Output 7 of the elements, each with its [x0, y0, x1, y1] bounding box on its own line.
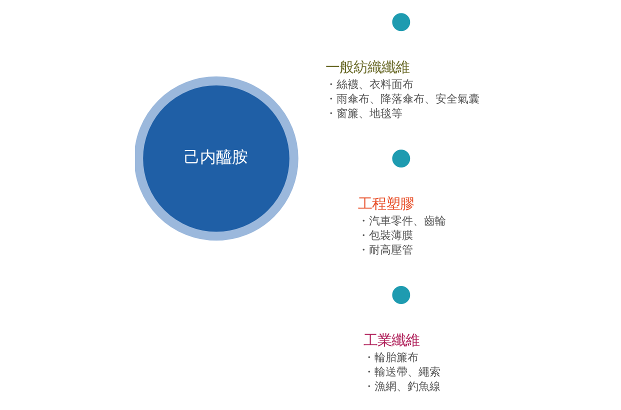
node-circle — [390, 146, 413, 170]
node-circle: 己内醯胺 — [135, 76, 298, 241]
node-text: 一般紡織纖維 ・絲襪、衣料面布 ・雨傘布、降落傘布、安全氣囊 ・窗簾、地毯等 — [326, 60, 480, 120]
node-circle — [390, 10, 413, 34]
node-circle — [390, 283, 413, 307]
node-text: 工程塑膠 ・汽車零件、齒輪 ・包裝薄膜 ・耐高壓管 — [358, 196, 446, 256]
node-text: 工業纖維 ・輪胎簾布 ・輸送帶、繩索 ・漁網、釣魚線 — [363, 333, 440, 393]
